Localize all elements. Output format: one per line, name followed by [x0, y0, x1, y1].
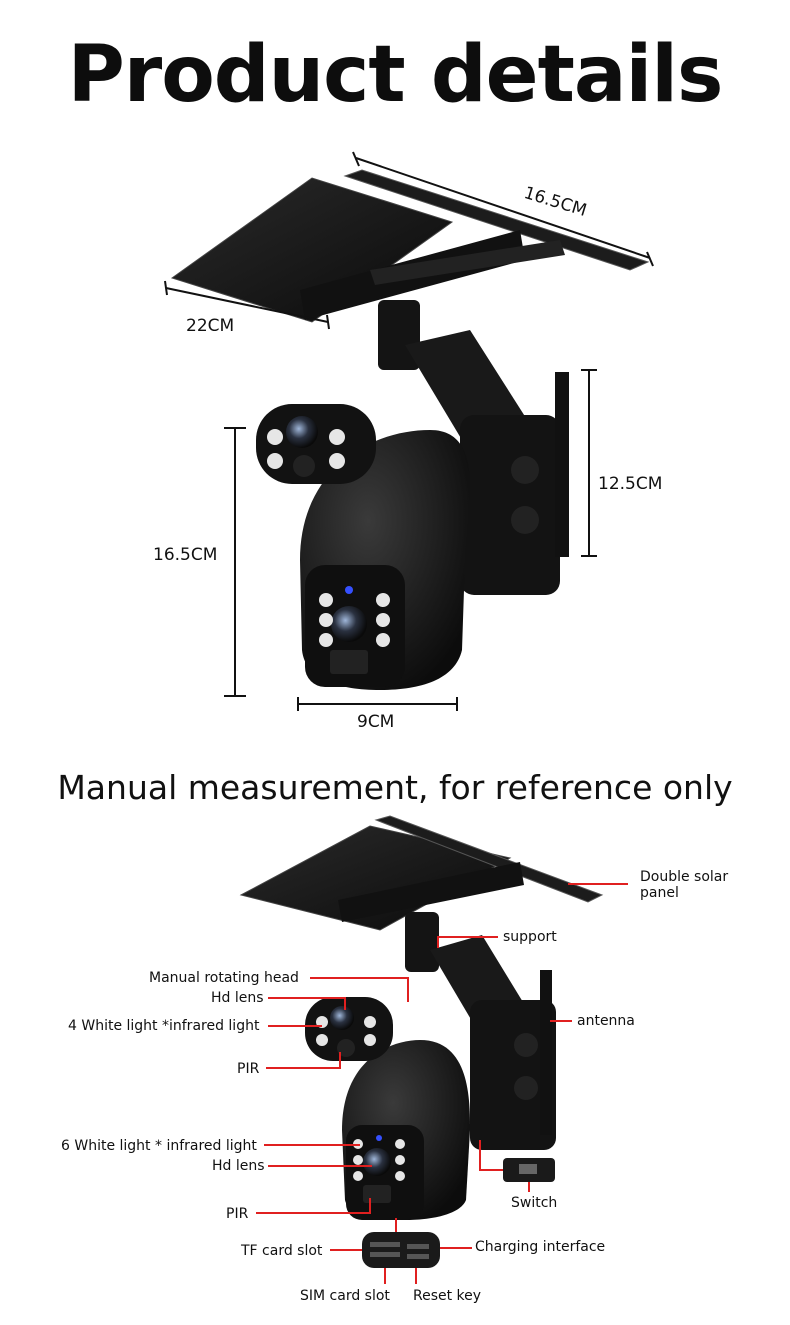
dimension-panel-width: 22CM — [186, 316, 235, 336]
callout-lines — [256, 883, 628, 1284]
camera-head-top — [256, 404, 376, 484]
measurement-note: Manual measurement, for reference only — [57, 768, 733, 807]
dimension-body-height: 16.5CM — [153, 545, 218, 565]
label-pir-bottom: PIR — [226, 1206, 249, 1222]
slot-module-illustration — [362, 1232, 440, 1268]
label-antenna: antenna — [577, 1013, 635, 1029]
label-tf-card-slot: TF card slot — [241, 1243, 323, 1259]
label-4-white-light: 4 White light *infrared light — [68, 1018, 260, 1034]
switch-illustration — [503, 1158, 555, 1182]
label-double-solar-panel-line1: Double solar — [640, 869, 729, 885]
solar-panel-bottom — [239, 815, 604, 931]
label-hd-lens-bottom: Hd lens — [212, 1158, 265, 1174]
solar-panel-top — [170, 169, 650, 323]
label-6-white-light: 6 White light * infrared light — [61, 1138, 257, 1154]
camera-head-bottom — [305, 997, 393, 1061]
label-manual-rotating-head: Manual rotating head — [149, 970, 299, 986]
rear-housing-bottom — [470, 970, 556, 1150]
camera-dome-top — [300, 430, 471, 690]
label-reset-key: Reset key — [413, 1288, 482, 1304]
label-switch: Switch — [511, 1195, 558, 1211]
dimension-body-width: 9CM — [357, 712, 395, 732]
page-title: Product details — [67, 30, 724, 120]
dimension-bracket-height: 12.5CM — [598, 474, 663, 494]
label-charging-interface: Charging interface — [475, 1239, 606, 1255]
label-support: support — [503, 929, 557, 945]
label-hd-lens-top: Hd lens — [211, 990, 264, 1006]
label-double-solar-panel-line2: panel — [640, 885, 679, 901]
label-pir-top: PIR — [237, 1061, 260, 1077]
label-sim-card-slot: SIM card slot — [300, 1288, 390, 1304]
rear-housing-top — [460, 372, 569, 595]
dimension-lines-top — [164, 151, 654, 711]
camera-dome-bottom — [342, 1040, 470, 1220]
